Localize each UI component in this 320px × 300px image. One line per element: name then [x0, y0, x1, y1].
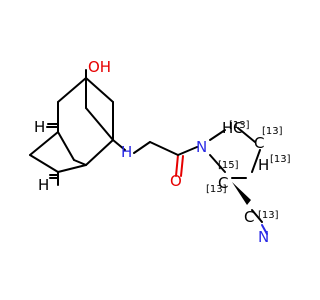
carbonyl-o-label: O	[170, 172, 182, 190]
bond-c4-c6	[85, 107, 114, 141]
hydroxyl-label: OH	[88, 58, 111, 76]
bond-c10-c6	[85, 139, 114, 166]
stereo-hash-bottom	[49, 174, 59, 179]
ring-c-bottom-isotope: [13]	[206, 184, 227, 195]
pyrrolidine-ring	[209, 127, 261, 179]
nitrile-n-label: N	[258, 228, 269, 246]
ring-c-top-right-isotope: [13]	[262, 126, 283, 137]
bond-co-double-1	[175, 154, 179, 177]
ring-c-right-isotope: [13]	[270, 154, 291, 165]
ring-c-top-isotope: [13]	[229, 120, 250, 131]
ring-c-top-label: C	[233, 119, 243, 137]
bond-c8-c10	[73, 159, 87, 166]
stereo-wedge	[232, 182, 251, 205]
bond-c7-c9	[29, 154, 59, 173]
nitrile-c-isotope: [13]	[258, 210, 279, 221]
nitrile-c-label: C	[244, 208, 254, 226]
amine-h-label: H	[121, 143, 132, 161]
molecule-structure-canvas: OH H H H N O N [15] H C [13] C [13] H [1…	[29, 58, 291, 246]
ring-c-bottom-label: C	[218, 174, 228, 192]
bond-cn-2	[261, 224, 268, 235]
molecule-svg: OH H H H N O N [15] H C [13] C [13] H [1…	[29, 58, 291, 246]
bond-c3-c4	[251, 149, 261, 173]
bond-co-n	[177, 146, 198, 156]
bond-c5-n	[209, 154, 226, 173]
stereo-hash-top	[46, 123, 59, 128]
bond-c5-c8	[57, 131, 75, 161]
bond-cn-1	[251, 209, 263, 223]
bond-ch2-co	[149, 141, 179, 156]
bridge-h-bottom-label: H	[38, 176, 49, 194]
bond-c1-c3	[85, 77, 114, 103]
bond-c1-c2	[57, 77, 87, 103]
bond-cq-nh	[112, 139, 126, 151]
ring-n-label: N	[196, 138, 207, 156]
bond-co-double-2	[180, 155, 184, 177]
bond-nh-ch2	[133, 141, 151, 154]
ring-c-right-label: C	[254, 134, 264, 152]
ring-h-top-label: H	[222, 119, 233, 137]
bridge-h-top-label: H	[34, 118, 45, 136]
bond-c2-c3	[237, 127, 256, 143]
ring-n-isotope: [15]	[218, 160, 239, 171]
ring-h-right-label: H	[258, 156, 269, 174]
bond-c9-c10	[57, 164, 87, 173]
bond-n-c2	[209, 129, 226, 141]
bond-c5-c7	[29, 131, 59, 156]
